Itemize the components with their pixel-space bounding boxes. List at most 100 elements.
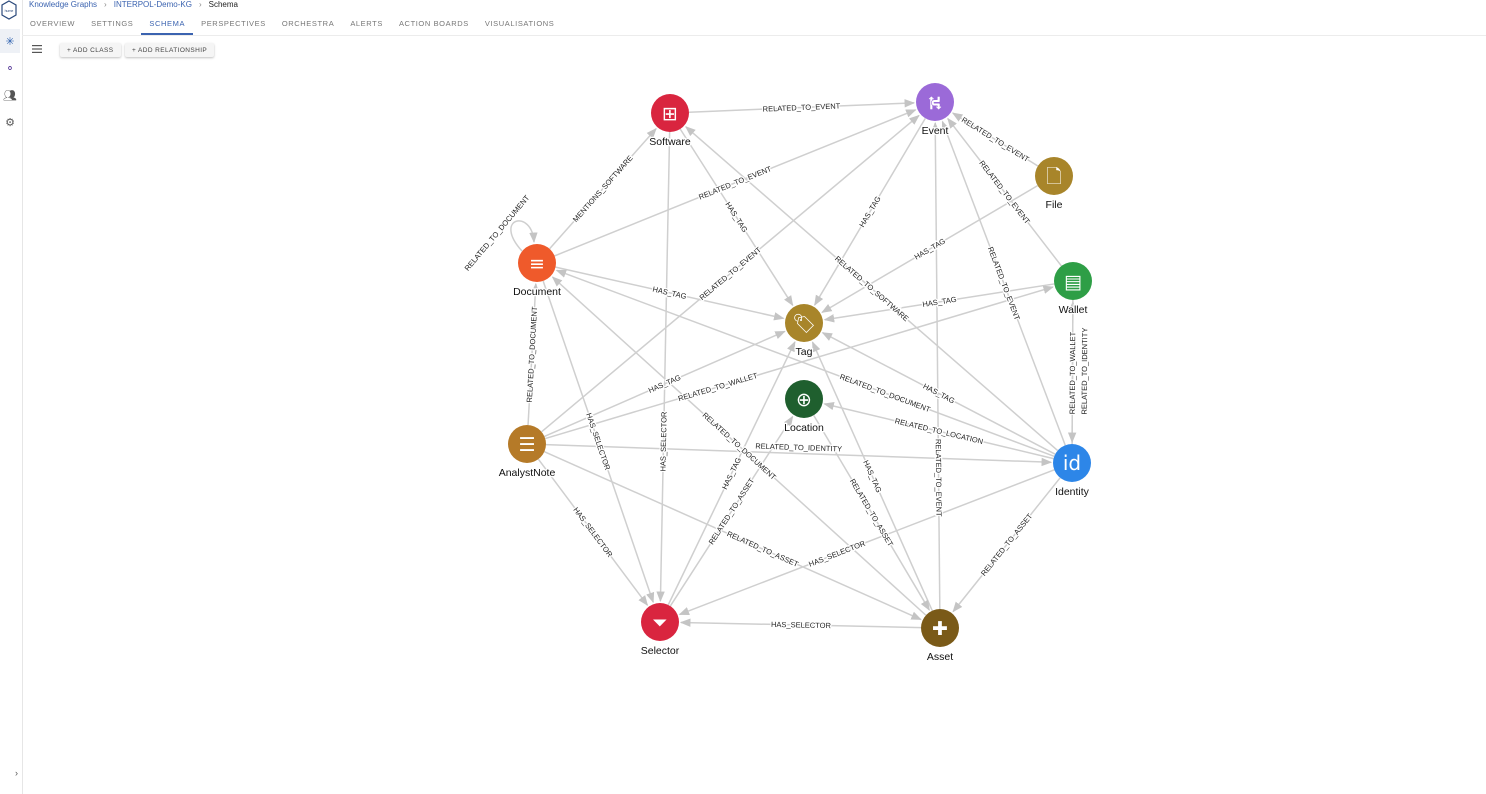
edge[interactable] <box>510 220 538 252</box>
edge[interactable] <box>544 330 786 438</box>
sidebar-item-settings[interactable]: ⚙ <box>0 110 20 134</box>
id-icon: id <box>1063 451 1081 475</box>
tab-perspectives[interactable]: PERSPECTIVES <box>201 19 266 28</box>
edge[interactable] <box>947 117 1062 267</box>
node-analystnote[interactable]: ☰AnalystNote <box>497 425 557 480</box>
node-location[interactable]: ⊕Location <box>783 380 825 435</box>
edge[interactable] <box>544 451 922 621</box>
sidebar-item-users[interactable]: 👥︎ <box>0 83 20 107</box>
edge[interactable] <box>951 112 1039 167</box>
edge[interactable] <box>551 276 927 616</box>
node-label: Software <box>649 136 691 148</box>
edge-label: MENTIONS_SOFTWARE <box>571 154 635 224</box>
edge-label: HAS_TAG <box>723 200 749 234</box>
node-document[interactable]: ≡ Document <box>512 244 562 299</box>
sidebar-item-schema[interactable]: ⚬ <box>0 56 20 80</box>
node-software[interactable]: ⊞ Software <box>648 94 692 149</box>
edge[interactable] <box>823 283 1055 323</box>
breadcrumb-kg[interactable]: INTERPOL-Demo-KG <box>113 0 192 9</box>
sidebar-item-knowledge-graphs[interactable]: ✳ <box>0 29 20 53</box>
edge[interactable] <box>678 469 1055 616</box>
edge-label: RELATED_TO_EVENT <box>960 115 1031 164</box>
hume-logo[interactable]: hume <box>0 0 18 20</box>
tab-alerts[interactable]: ALERTS <box>350 19 383 28</box>
tab-overview[interactable]: OVERVIEW <box>30 19 76 28</box>
edge[interactable] <box>823 401 1054 460</box>
edge[interactable] <box>667 340 796 606</box>
edge-label: RELATED_TO_EVENT <box>934 439 944 517</box>
edge[interactable] <box>679 618 922 629</box>
tab-bar: OVERVIEW SETTINGS SCHEMA PERSPECTIVES OR… <box>22 12 1486 36</box>
edge[interactable] <box>545 443 1053 467</box>
node-selector[interactable]: ⏷Selector <box>639 603 681 658</box>
node-wallet[interactable]: ▤Wallet <box>1054 262 1092 317</box>
expand-sidebar-chevron-icon[interactable]: › <box>15 768 18 778</box>
edge[interactable] <box>931 121 941 610</box>
add-class-button[interactable]: + ADD CLASS <box>60 43 121 57</box>
edge[interactable] <box>685 126 1059 452</box>
edge[interactable] <box>537 458 649 607</box>
edge[interactable] <box>555 266 785 321</box>
tab-orchestra[interactable]: ORCHESTRA <box>281 19 335 28</box>
file-icon: 🗋 <box>1046 166 1061 188</box>
node-asset[interactable]: ✚Asset <box>921 609 959 664</box>
edge[interactable] <box>549 127 657 250</box>
knowledge-graph-icon: ✳ <box>5 35 15 48</box>
edge[interactable] <box>821 332 1056 455</box>
breadcrumb-separator: › <box>104 0 107 9</box>
node-label: Selector <box>641 645 680 657</box>
edge-label: HAS_SELECTOR <box>571 506 614 560</box>
grid-icon: ⊞ <box>662 103 678 125</box>
edge-label: RELATED_TO_ASSET <box>979 511 1035 577</box>
node-label: Asset <box>927 651 953 663</box>
edge[interactable] <box>941 120 1066 446</box>
edge[interactable] <box>821 184 1039 314</box>
edge[interactable] <box>679 128 794 307</box>
edge-label: HAS_TAG <box>922 381 957 405</box>
edge[interactable] <box>1067 299 1077 444</box>
breadcrumb-separator: › <box>198 0 202 9</box>
breadcrumb-knowledge-graphs[interactable]: Knowledge Graphs <box>29 0 98 9</box>
menu-icon[interactable] <box>32 44 43 54</box>
edge-label: HAS_TAG <box>861 459 883 494</box>
edge[interactable] <box>952 477 1061 613</box>
edge-label: RELATED_TO_IDENTITY <box>1080 328 1089 415</box>
node-label: Identity <box>1055 486 1090 498</box>
edge[interactable] <box>541 114 920 433</box>
edge-label: HAS_TAG <box>913 236 947 261</box>
node-file[interactable]: 🗋File <box>1035 157 1073 212</box>
edge-label: RELATED_TO_DOCUMENT <box>839 372 932 414</box>
edge[interactable] <box>813 414 930 611</box>
node-tag[interactable]: 🏷Tag <box>785 304 823 359</box>
gear-icon: ⚙ <box>5 116 15 129</box>
edge-label: HAS_TAG <box>652 285 688 301</box>
users-icon: 👥︎ <box>3 89 17 102</box>
edge-label: RELATED_TO_EVENT <box>698 245 764 302</box>
node-event[interactable]: ⛕Event <box>916 83 954 138</box>
edge[interactable] <box>527 282 540 426</box>
edge-label: HAS_TAG <box>857 194 882 228</box>
document-icon: ≡ <box>529 253 545 275</box>
edge[interactable] <box>669 415 794 607</box>
tab-action-boards[interactable]: ACTION BOARDS <box>398 19 469 28</box>
edge-label: RELATED_TO_IDENTITY <box>755 441 842 453</box>
edge[interactable] <box>814 117 926 306</box>
edge-label: HAS_TAG <box>720 456 743 491</box>
edge-label: HAS_TAG <box>922 295 958 309</box>
node-label: Document <box>513 286 561 298</box>
edge[interactable] <box>811 341 933 611</box>
tab-visualisations[interactable]: VISUALISATIONS <box>484 19 555 28</box>
edge[interactable] <box>542 280 655 604</box>
edge[interactable] <box>688 99 916 113</box>
edge[interactable] <box>656 131 671 603</box>
tab-settings[interactable]: SETTINGS <box>91 19 134 28</box>
edge[interactable] <box>555 269 1055 458</box>
add-relationship-button[interactable]: + ADD RELATIONSHIP <box>125 43 215 57</box>
node-label: Wallet <box>1059 304 1088 316</box>
tab-schema[interactable]: SCHEMA <box>141 12 194 35</box>
node-label: Event <box>922 125 949 137</box>
edge[interactable] <box>554 109 917 257</box>
edge[interactable] <box>544 285 1054 440</box>
